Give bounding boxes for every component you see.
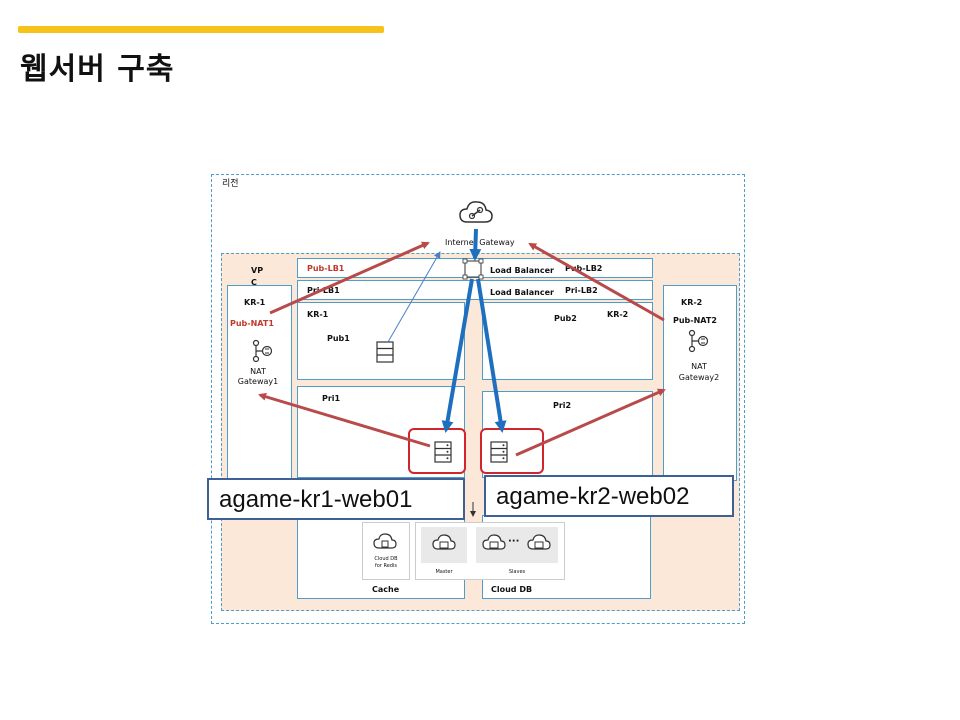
- nat-gateway1-name-line2: Gateway1: [237, 377, 279, 386]
- pub-nat1-label: Pub-NAT1: [230, 319, 274, 328]
- vpc-label-line2: C: [251, 278, 257, 287]
- nat-gateway2-name-line2: Gateway2: [678, 373, 720, 382]
- pri-lb-row: [297, 280, 653, 300]
- web01-callout: agame-kr1-web01: [207, 478, 465, 520]
- nat-gateway1-icon: [252, 339, 273, 363]
- vpc-label-line1: VP: [251, 266, 264, 275]
- redis-name-line2: for Redis: [375, 563, 397, 569]
- master-db-icon: [432, 534, 456, 550]
- load-balancer-label-1: Load Balancer: [490, 266, 554, 275]
- nat-gateway2-name-line1: NAT: [691, 362, 707, 371]
- nat-gateway2-label-bg: [672, 358, 726, 386]
- pri1-label: Pri1: [322, 394, 341, 403]
- zone-kr1-inner-label: KR-1: [307, 310, 329, 319]
- slaves-ellipsis: ···: [508, 536, 520, 547]
- cache-label: Cache: [372, 585, 400, 594]
- page-title: 웹서버 구축: [20, 52, 175, 87]
- region-label: 리전: [222, 179, 239, 189]
- redis-card: [362, 522, 410, 580]
- zone-kr2-right-label: KR-2: [681, 298, 703, 307]
- nat-gateway1-name-line1: NAT: [250, 367, 266, 376]
- title-accent-bar: [18, 26, 384, 33]
- subnet-pub1: [297, 302, 465, 380]
- nat2-to-igw-arrow: [528, 242, 665, 322]
- lb-to-web01-arrow: [441, 278, 474, 433]
- load-balancer-icon: [464, 260, 482, 278]
- pub1-to-igw-arrow: [387, 251, 441, 343]
- slave-db-icon: [482, 534, 506, 550]
- nat1-to-igw-arrow: [269, 241, 430, 315]
- cloud-db-label: Cloud DB: [491, 585, 533, 594]
- pri2-label: Pri2: [553, 401, 572, 410]
- redis-icon: [373, 533, 397, 549]
- pub1-label: Pub1: [327, 334, 350, 343]
- internet-gateway-label: Internet Gateway: [445, 238, 515, 247]
- web01-to-nat1-arrow: [258, 392, 431, 448]
- slave-db-icon: [527, 534, 551, 550]
- lb-to-web02-arrow: [476, 278, 507, 433]
- master-label: Master: [435, 569, 453, 575]
- pub2-label: Pub2: [554, 314, 577, 323]
- subnet-pub2: [482, 302, 653, 380]
- nat-gateway2-icon: [688, 329, 709, 353]
- load-balancer-label-2: Load Balancer: [490, 288, 554, 297]
- pub-nat2-label: Pub-NAT2: [673, 316, 717, 325]
- web01-server-icon: [434, 441, 452, 463]
- igw-to-lb-arrow: [469, 228, 482, 261]
- pri-lb2-label: Pri-LB2: [565, 286, 598, 295]
- web02-server-icon: [490, 441, 508, 463]
- redis-name-line1: Cloud DB: [374, 556, 398, 562]
- pub1-server-icon: [376, 341, 394, 363]
- zone-kr1-nat: [227, 285, 292, 481]
- slaves-label: Slaves: [508, 569, 526, 575]
- web02-callout: agame-kr2-web02: [484, 475, 734, 517]
- web02-to-nat2-arrow: [515, 388, 666, 457]
- zone-kr2-inner-label: KR-2: [607, 310, 629, 319]
- pub-lb2-label: Pub-LB2: [565, 264, 603, 273]
- internet-gateway-icon: [459, 201, 493, 223]
- zone-kr1-left-label: KR-1: [244, 298, 266, 307]
- pub-lb1-label: Pub-LB1: [307, 264, 345, 273]
